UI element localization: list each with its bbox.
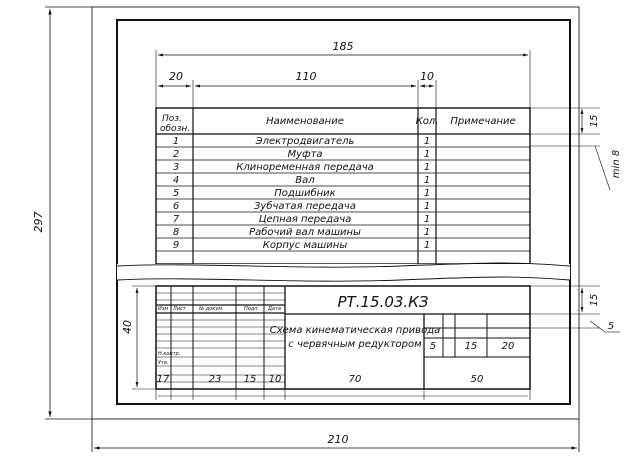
table-row: 4 Вал 1 [173, 175, 430, 186]
tb-cell-15: 15 [465, 341, 478, 352]
break-line [116, 262, 571, 282]
header-pos-line1: Поз. [162, 114, 182, 124]
row-pos: 3 [173, 162, 179, 173]
row-name: Вал [295, 175, 315, 186]
tb-label-nkontr: Н.контр. [158, 351, 180, 357]
row-pos: 5 [173, 188, 179, 199]
row-name: Муфта [287, 149, 322, 160]
row-qty: 1 [424, 201, 430, 212]
row-qty: 1 [424, 214, 430, 225]
tb-bottom-dim-label: 15 [244, 374, 257, 385]
row-pos: 9 [173, 240, 179, 251]
row-name: Клиноременная передача [236, 162, 374, 173]
title-block: Изм Лист № докум. Подп. Дата Н.контр. Ут… [155, 285, 531, 390]
tb-bottom-dimensions: 17 23 15 10 70 50 [155, 374, 531, 400]
tb-bottom-dim-label: 10 [269, 374, 282, 385]
tb-right-header-h-label: 15 [589, 294, 600, 307]
header-name: Наименование [266, 116, 344, 127]
drawing-frame [116, 19, 571, 405]
spec-table: Поз. обозн. Наименование Кол. Примечание… [155, 107, 531, 265]
tb-bottom-dim-label: 70 [349, 374, 362, 385]
row-qty: 1 [424, 149, 430, 160]
row-name: Подшибник [274, 187, 335, 199]
table-row: 5 Подшибник 1 [173, 187, 430, 199]
table-row: 9 Корпус машины 1 [173, 240, 430, 251]
tb-bottom-dim-label: 50 [471, 374, 484, 385]
tb-code: РТ.15.03.КЗ [338, 293, 429, 311]
row-pos: 1 [173, 136, 179, 147]
row-qty: 1 [424, 162, 430, 173]
tb-title-line2: с червячным редуктором [288, 339, 422, 350]
dim-qty-col-label: 10 [420, 70, 434, 83]
row-qty: 1 [424, 188, 430, 199]
tb-label-date: Дата [267, 306, 281, 312]
sheet-outline [91, 6, 580, 420]
table-row: 6 Зубчатая передача 1 [173, 200, 430, 212]
dim-name-col-label: 110 [296, 70, 317, 83]
row-name: Рабочий вал машины [249, 226, 361, 238]
row-qty: 1 [424, 136, 430, 147]
tb-cell-20: 20 [502, 341, 515, 352]
header-pos-line2: обозн. [160, 124, 190, 134]
sheet-width-label: 210 [328, 433, 349, 446]
row-name: Корпус машины [263, 240, 348, 251]
row-qty: 1 [424, 175, 430, 186]
tb-title-line1: Схема кинематическая привода [270, 325, 441, 336]
row-pos: 2 [173, 149, 179, 160]
tb-right-row-h-label: 5 [608, 321, 614, 332]
tb-height-dimension: 40 [121, 285, 156, 390]
sheet-width-dimension: 210 [91, 419, 580, 452]
sheet-height-dimension: 297 [32, 6, 92, 420]
tb-cell-5: 5 [430, 341, 436, 352]
row-qty: 1 [424, 227, 430, 238]
tb-label-utv: Утв. [158, 360, 169, 366]
tb-right-dimensions: 15 5 [530, 285, 620, 333]
row-pos: 6 [173, 201, 179, 212]
row-pos: 8 [173, 227, 179, 238]
tb-bottom-dim-label: 23 [209, 374, 222, 385]
tb-label-list: Лист [172, 306, 187, 312]
row-name: Зубчатая передача [254, 200, 356, 212]
table-row: 3 Клиноременная передача 1 [173, 162, 430, 173]
row-name: Электродвигатель [255, 136, 355, 147]
table-row: 8 Рабочий вал машины 1 [173, 226, 430, 238]
tb-bottom-dim-label: 17 [157, 374, 170, 385]
dim-header-h-label: 15 [589, 115, 600, 128]
table-row: 7 Цепная передача 1 [173, 214, 430, 225]
row-qty: 1 [424, 240, 430, 251]
dim-row-h-label: min 8 [611, 150, 622, 178]
tb-label-doc: № докум. [198, 306, 224, 312]
dim-pos-col-label: 20 [169, 70, 183, 83]
header-qty: Кол. [416, 116, 439, 127]
row-pos: 4 [173, 175, 179, 186]
table-row: 1 Электродвигатель 1 [173, 136, 430, 147]
row-pos: 7 [173, 214, 180, 225]
tb-height-label: 40 [121, 320, 134, 334]
spec-top-dimensions: 185 20 110 10 [155, 40, 531, 108]
header-note: Примечание [450, 116, 515, 127]
spec-right-dimensions: 15 min 8 [530, 107, 622, 191]
table-row: 2 Муфта 1 [173, 149, 430, 160]
row-name: Цепная передача [259, 214, 352, 225]
sheet-height-label: 297 [32, 212, 45, 233]
dim-total-label: 185 [333, 40, 354, 53]
tb-label-izm: Изм [158, 306, 168, 312]
tb-label-sign: Подп. [244, 306, 259, 312]
